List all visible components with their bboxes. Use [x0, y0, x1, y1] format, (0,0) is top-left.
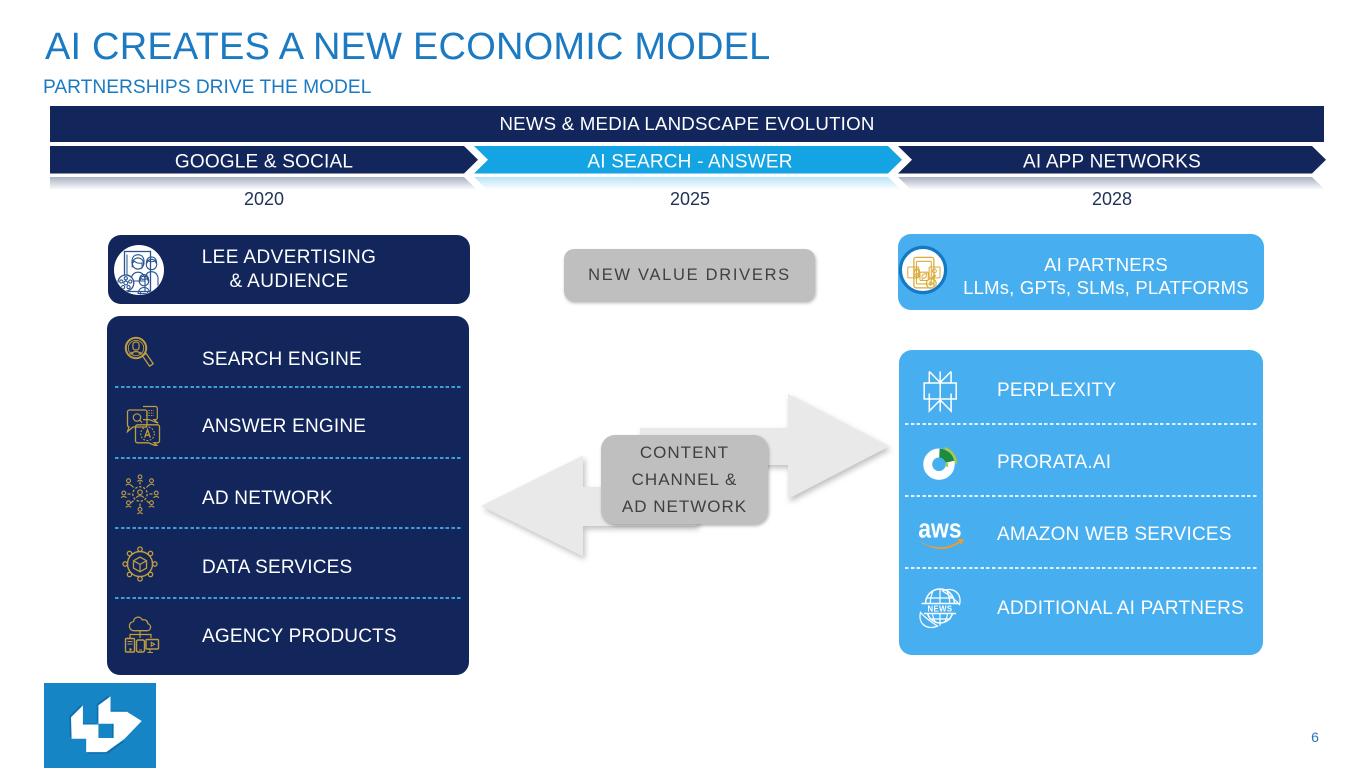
- svg-text:NEWS: NEWS: [928, 604, 953, 613]
- svg-text:AI APP NETWORKS: AI APP NETWORKS: [1023, 152, 1201, 173]
- svg-text:aws: aws: [918, 513, 961, 543]
- svg-text:GOOGLE & SOCIAL: GOOGLE & SOCIAL: [175, 152, 353, 173]
- svg-text:AI SEARCH - ANSWER: AI SEARCH - ANSWER: [587, 152, 792, 173]
